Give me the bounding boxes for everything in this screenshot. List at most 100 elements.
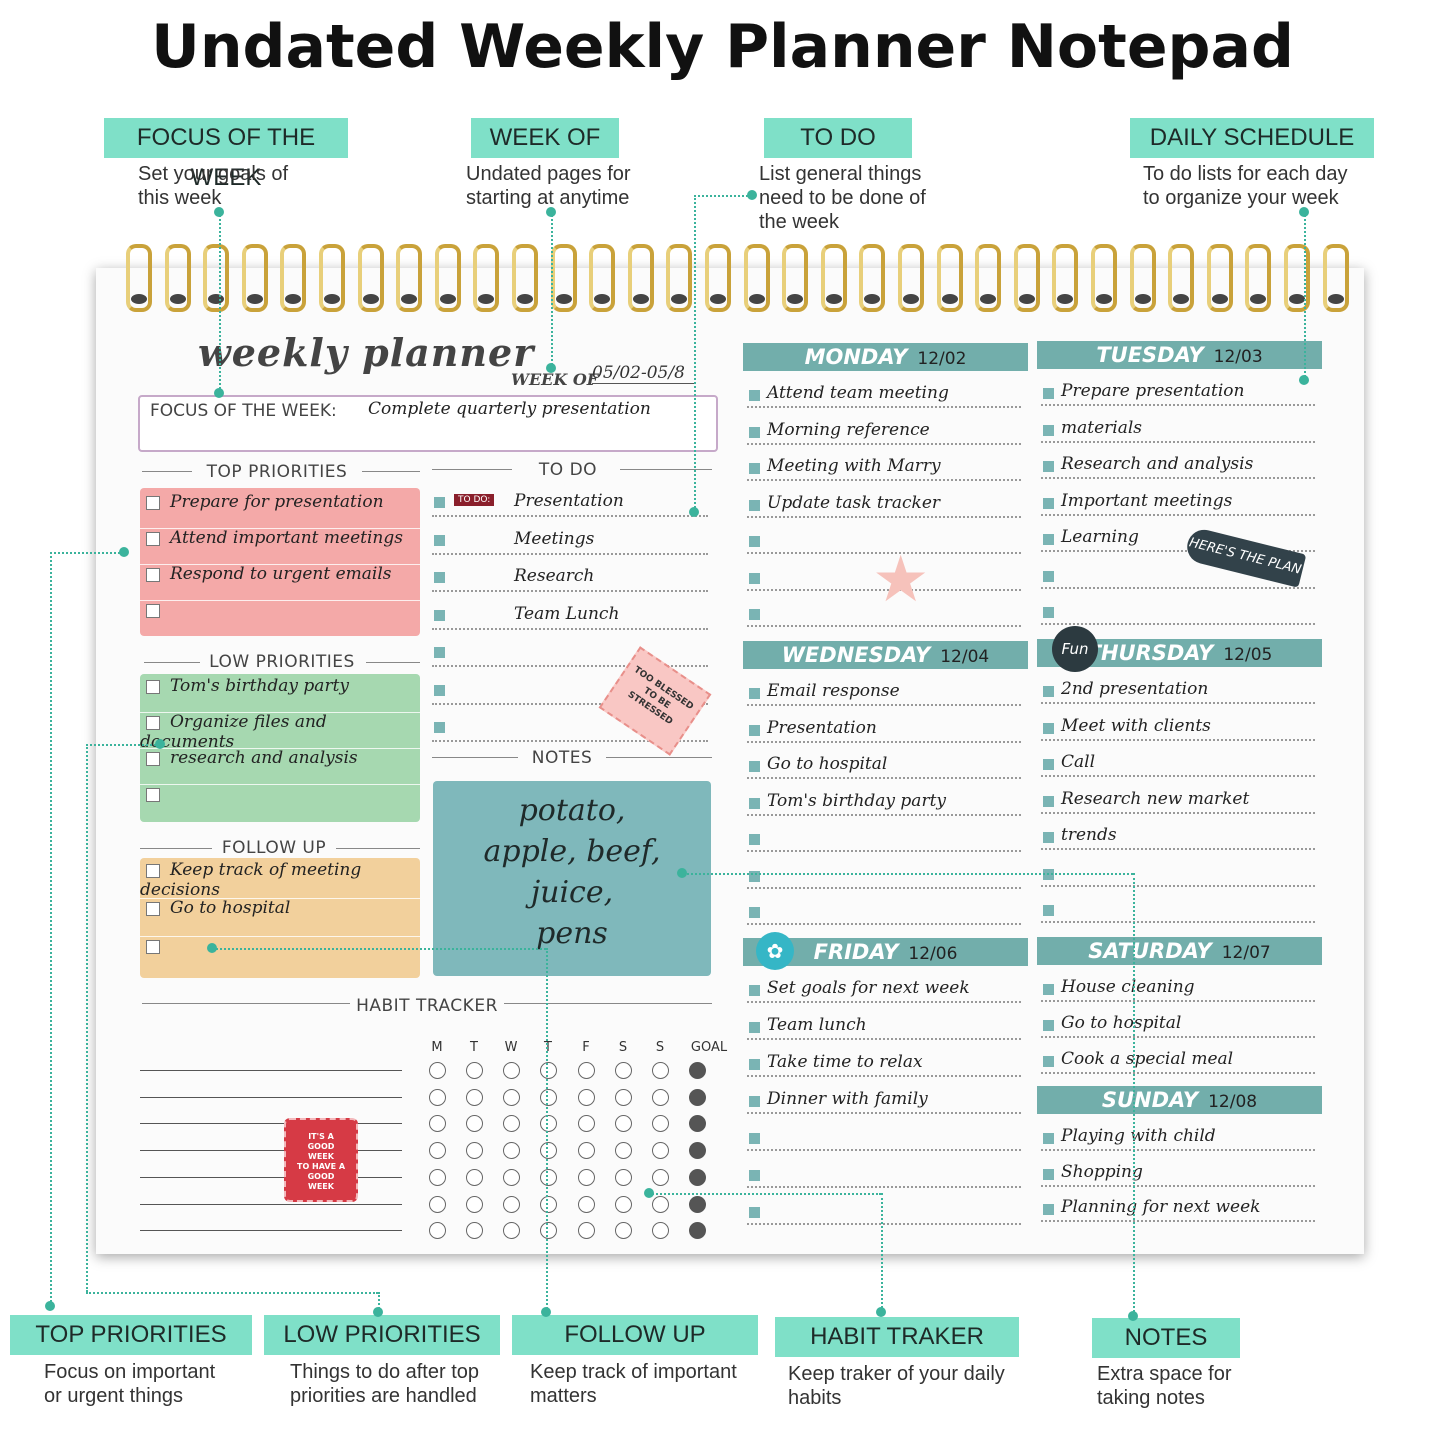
task-checkbox[interactable]	[1043, 388, 1054, 399]
task-checkbox[interactable]	[1043, 1056, 1054, 1067]
habit-circle[interactable]	[466, 1222, 483, 1240]
task-checkbox[interactable]	[749, 499, 760, 511]
habit-circle[interactable]	[689, 1115, 706, 1133]
habit-circle[interactable]	[689, 1168, 706, 1186]
day-task-row[interactable]	[747, 1199, 1021, 1225]
day-task-row[interactable]: Meeting with Marry	[747, 455, 1021, 481]
habit-circle[interactable]	[429, 1088, 446, 1106]
task-checkbox[interactable]	[1043, 1204, 1054, 1215]
todo-checkbox[interactable]	[434, 647, 445, 658]
day-task-row[interactable]	[747, 826, 1021, 852]
habit-circle[interactable]	[540, 1115, 557, 1133]
habit-circle[interactable]	[652, 1195, 669, 1213]
task-checkbox[interactable]	[1043, 461, 1054, 472]
task-checkbox[interactable]	[749, 1096, 760, 1107]
habit-circle[interactable]	[615, 1222, 632, 1240]
task-checkbox[interactable]	[1043, 1020, 1054, 1031]
day-task-row[interactable]: Update task tracker	[747, 492, 1021, 518]
task-checkbox[interactable]	[749, 761, 760, 772]
habit-circle[interactable]	[615, 1115, 632, 1133]
habit-circle[interactable]	[466, 1168, 483, 1186]
habit-circle[interactable]	[540, 1088, 557, 1106]
checkbox[interactable]	[146, 679, 160, 694]
task-checkbox[interactable]	[1043, 570, 1054, 582]
habit-circle[interactable]	[689, 1088, 706, 1106]
day-task-row[interactable]: Call	[1041, 751, 1315, 777]
priority-row[interactable]	[140, 936, 420, 974]
habit-circle[interactable]	[429, 1142, 446, 1160]
day-task-row[interactable]: Learning	[1041, 526, 1315, 552]
day-task-row[interactable]: Research new market	[1041, 788, 1315, 814]
day-task-row[interactable]: Playing with child	[1041, 1125, 1315, 1151]
day-task-row[interactable]: Research and analysis	[1041, 453, 1315, 479]
habit-circle[interactable]	[540, 1195, 557, 1213]
habit-circle[interactable]	[466, 1088, 483, 1106]
day-task-row[interactable]: Prepare presentation	[1041, 380, 1315, 406]
task-checkbox[interactable]	[749, 572, 760, 584]
task-checkbox[interactable]	[1043, 722, 1054, 734]
day-task-row[interactable]: Go to hospital	[1041, 1012, 1315, 1038]
checkbox[interactable]	[146, 863, 160, 878]
day-task-row[interactable]	[747, 1162, 1021, 1188]
priority-row[interactable]: research and analysis	[140, 748, 420, 785]
habit-circle[interactable]	[503, 1142, 520, 1160]
habit-circle[interactable]	[689, 1222, 706, 1240]
day-task-row[interactable]: Attend team meeting	[747, 382, 1021, 408]
habit-circle[interactable]	[540, 1062, 557, 1079]
habit-circle[interactable]	[615, 1195, 632, 1213]
todo-row[interactable]: TO DO:Presentation	[432, 489, 708, 517]
habit-circle[interactable]	[429, 1062, 446, 1079]
habit-circle[interactable]	[615, 1062, 632, 1079]
habit-circle[interactable]	[503, 1062, 520, 1079]
task-checkbox[interactable]	[749, 1022, 760, 1033]
day-task-row[interactable]	[747, 863, 1021, 889]
habit-circle[interactable]	[652, 1142, 669, 1160]
focus-box[interactable]: FOCUS OF THE WEEK: Complete quarterly pr…	[138, 395, 718, 452]
notes-box[interactable]: potato, apple, beef, juice, pens	[433, 781, 711, 976]
task-checkbox[interactable]	[749, 1059, 760, 1070]
habit-circle[interactable]	[652, 1168, 669, 1186]
habit-circle[interactable]	[466, 1142, 483, 1160]
todo-checkbox[interactable]	[434, 497, 445, 508]
habit-circle[interactable]	[578, 1168, 595, 1186]
todo-checkbox[interactable]	[434, 684, 445, 696]
day-task-row[interactable]	[747, 899, 1021, 925]
checkbox[interactable]	[146, 603, 160, 618]
habit-circle[interactable]	[429, 1168, 446, 1186]
task-checkbox[interactable]	[1043, 686, 1054, 697]
priority-row[interactable]: Tom's birthday party	[140, 676, 420, 713]
habit-circle[interactable]	[466, 1115, 483, 1133]
todo-checkbox[interactable]	[434, 722, 445, 733]
habit-circle[interactable]	[429, 1115, 446, 1133]
day-task-row[interactable]	[1041, 563, 1315, 589]
todo-checkbox[interactable]	[434, 572, 445, 583]
habit-circle[interactable]	[615, 1168, 632, 1186]
todo-row[interactable]: Research	[432, 564, 708, 592]
priority-row[interactable]: Prepare for presentation	[140, 492, 420, 529]
habit-circle[interactable]	[466, 1195, 483, 1213]
priority-row[interactable]: Go to hospital	[140, 898, 420, 937]
task-checkbox[interactable]	[1043, 1168, 1054, 1180]
day-task-row[interactable]: House cleaning	[1041, 976, 1315, 1002]
habit-circle[interactable]	[578, 1142, 595, 1160]
habit-circle[interactable]	[578, 1115, 595, 1133]
task-checkbox[interactable]	[749, 797, 760, 809]
checkbox[interactable]	[146, 939, 160, 954]
todo-row[interactable]	[432, 639, 708, 667]
day-task-row[interactable]: Dinner with family	[747, 1088, 1021, 1114]
day-task-row[interactable]	[747, 565, 1021, 591]
day-task-row[interactable]: Cook a special meal	[1041, 1048, 1315, 1074]
priority-row[interactable]: Organize files and documents	[140, 712, 420, 752]
checkbox[interactable]	[146, 495, 160, 510]
day-task-row[interactable]: Presentation	[747, 717, 1021, 743]
habit-circle[interactable]	[578, 1088, 595, 1106]
task-checkbox[interactable]	[749, 1170, 760, 1181]
day-task-row[interactable]: Shopping	[1041, 1161, 1315, 1187]
todo-row[interactable]	[432, 677, 708, 705]
habit-circle[interactable]	[578, 1195, 595, 1213]
day-task-row[interactable]: Set goals for next week	[747, 977, 1021, 1003]
day-task-row[interactable]	[1041, 897, 1315, 923]
task-checkbox[interactable]	[749, 724, 760, 736]
habit-circle[interactable]	[652, 1062, 669, 1079]
habit-circle[interactable]	[689, 1142, 706, 1160]
